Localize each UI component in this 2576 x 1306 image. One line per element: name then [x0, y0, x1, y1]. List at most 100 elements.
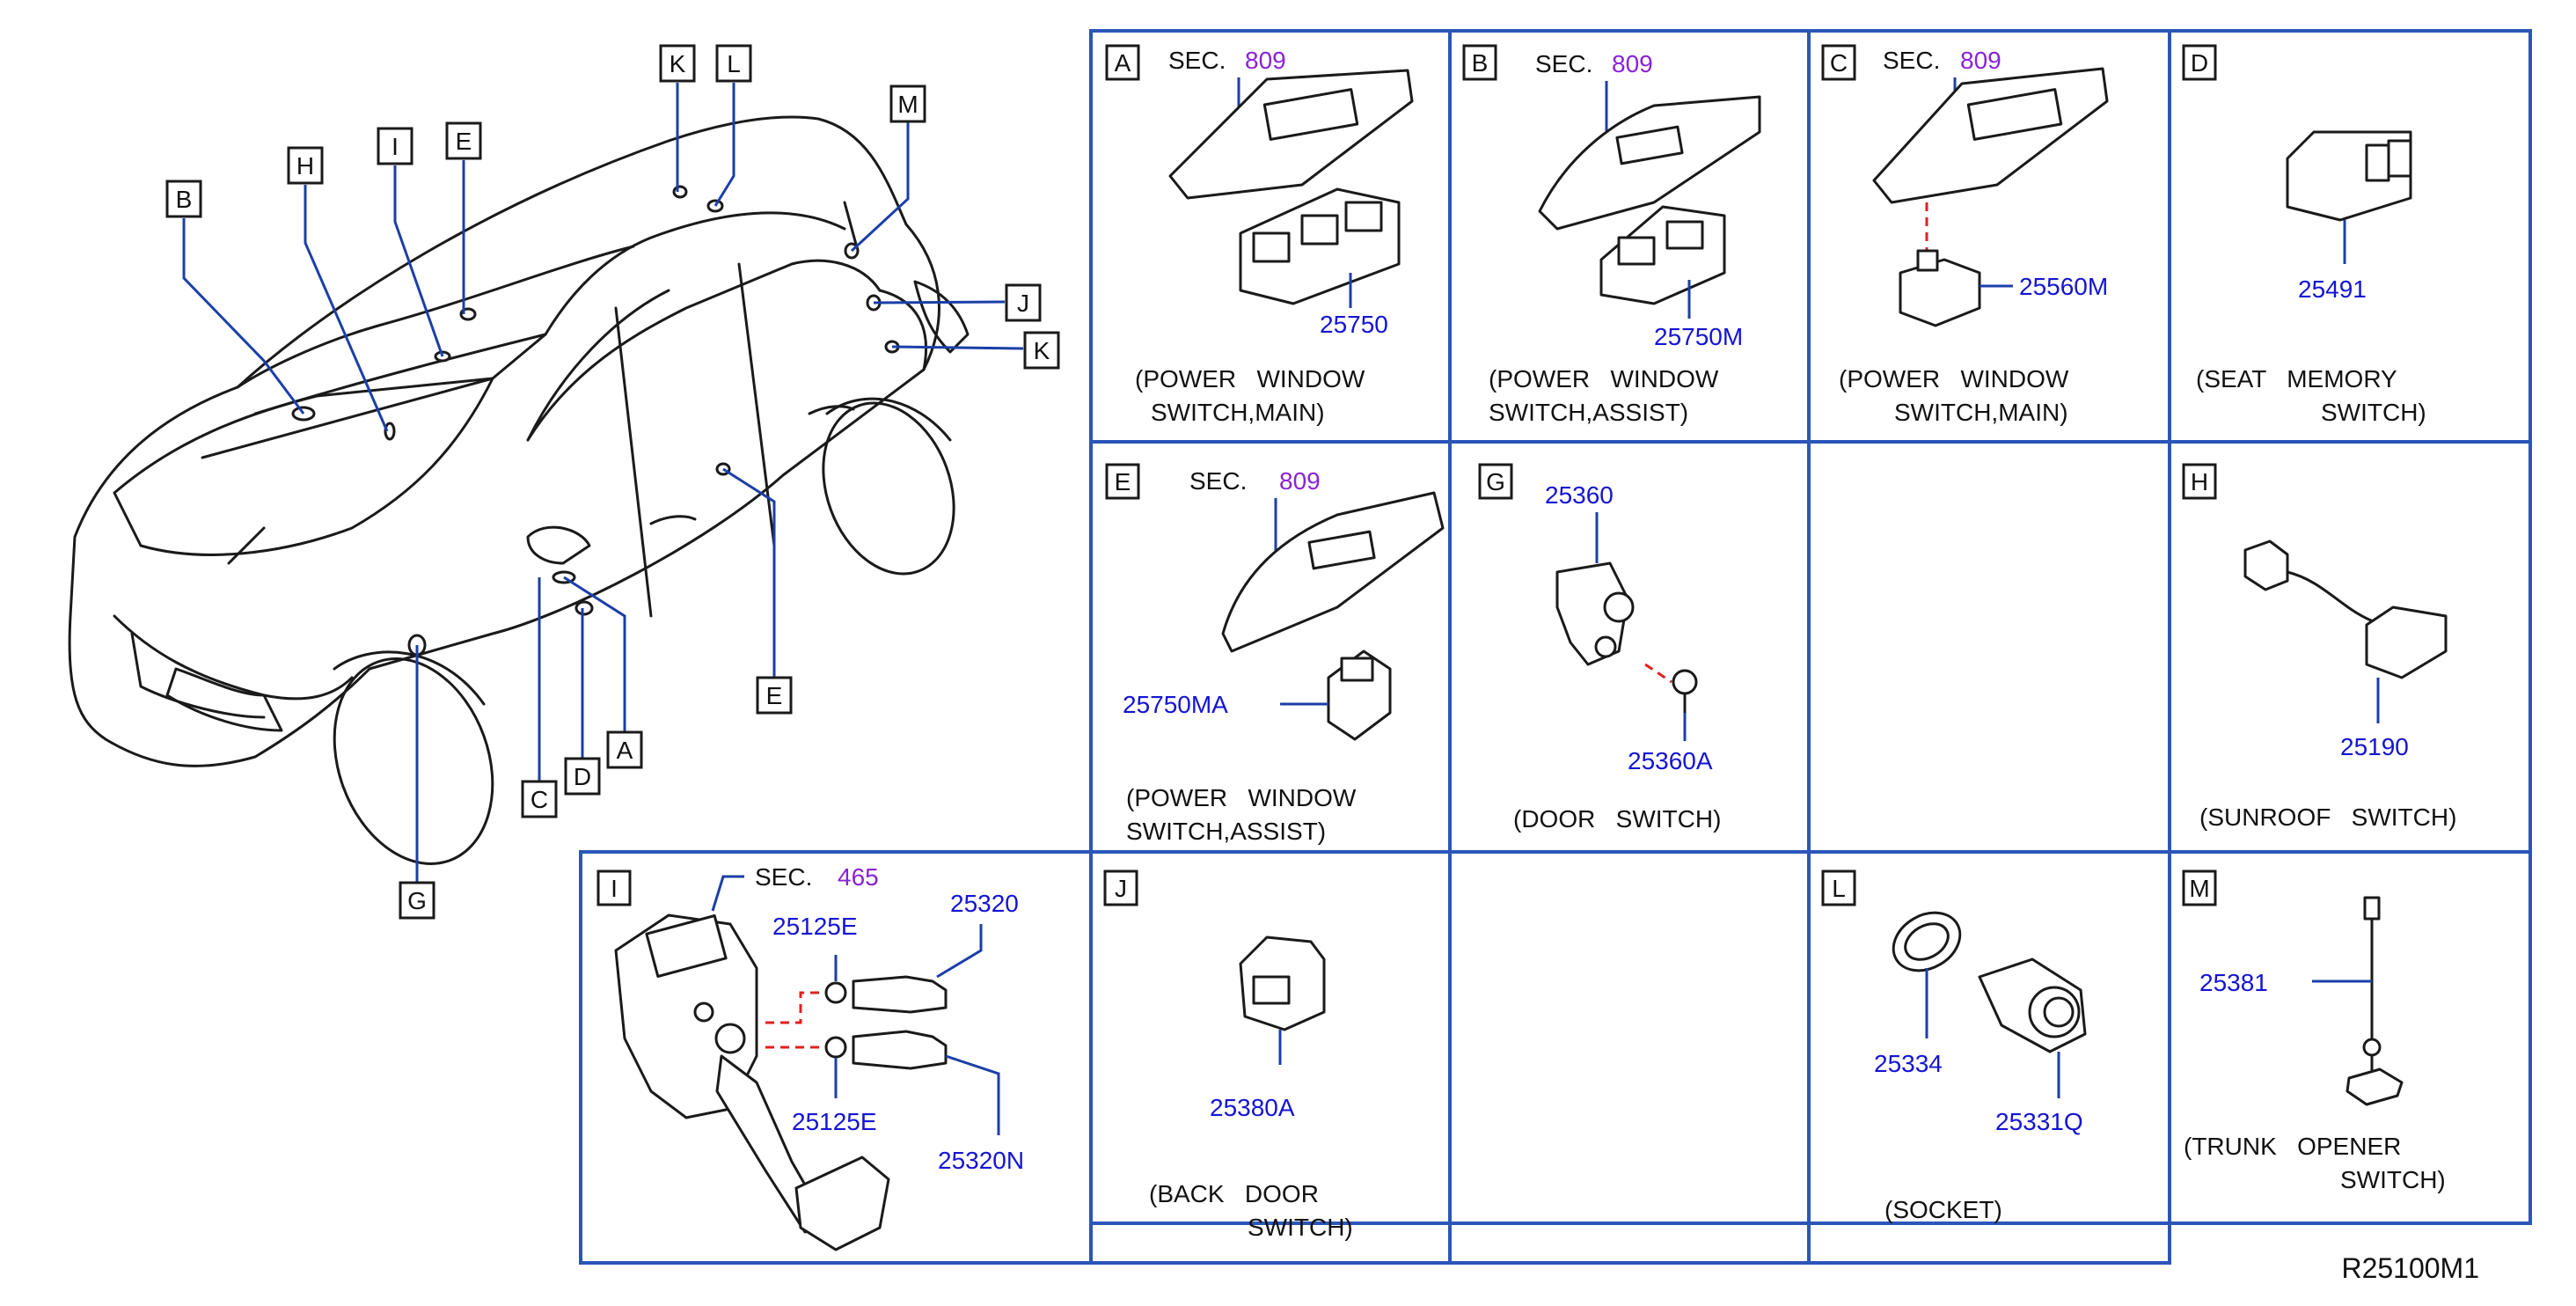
cell-H: H 25190 (SUNROOF SWITCH): [2182, 463, 2456, 831]
callout-M: M: [889, 84, 926, 123]
callout-G: H: [287, 146, 324, 185]
clip-25125e: [824, 1036, 847, 1059]
connector-dashed-line: [1644, 663, 1672, 684]
svg-text:25320N: 25320N: [938, 1147, 1024, 1174]
callout-C: C: [521, 780, 558, 818]
callout-E-top: E: [445, 121, 482, 160]
stop-lamp-switch-n: [852, 1030, 948, 1070]
trunk-opener-connector: [2363, 896, 2381, 921]
callout-E-bottom: E: [756, 676, 793, 715]
svg-text:25331Q: 25331Q: [1995, 1108, 2083, 1135]
callout-I: G: [399, 881, 435, 920]
cell-J: J 25380A (BACK DOOR SWITCH): [1103, 869, 1353, 1241]
svg-text:25381: 25381: [2199, 969, 2268, 996]
svg-text:25560M: 25560M: [2019, 273, 2108, 300]
svg-text:C: C: [1830, 49, 1848, 77]
svg-text:25125E: 25125E: [792, 1108, 877, 1135]
svg-text:H: H: [2191, 468, 2208, 495]
svg-text:E: E: [1115, 468, 1131, 495]
svg-text:M: M: [897, 91, 918, 118]
cell-L: L 25334 25331Q (SOCKET): [1821, 869, 2087, 1223]
connector-dashed-line: [765, 991, 823, 1024]
svg-text:(POWER WINDOW: (POWER WINDOW: [1126, 784, 1357, 811]
parts-grid: [579, 29, 2532, 1265]
callout-leaders: [182, 83, 1024, 883]
callout-J: J: [1005, 283, 1042, 322]
svg-text:25750MA: 25750MA: [1123, 691, 1228, 718]
svg-text:25750: 25750: [1320, 311, 1388, 338]
svg-text:SEC.: SEC.: [1168, 47, 1226, 74]
callout-H: I: [377, 127, 413, 165]
svg-text:A: A: [1115, 49, 1131, 77]
svg-text:(DOOR SWITCH): (DOOR SWITCH): [1513, 805, 1721, 833]
svg-text:SWITCH): SWITCH): [2340, 1166, 2446, 1193]
svg-text:SWITCH,ASSIST): SWITCH,ASSIST): [1489, 399, 1688, 426]
svg-text:25360: 25360: [1545, 481, 1614, 509]
svg-text:K: K: [1034, 337, 1050, 364]
svg-text:25491: 25491: [2298, 275, 2367, 303]
svg-text:L: L: [727, 50, 741, 77]
svg-text:SEC.: SEC.: [1535, 50, 1592, 77]
vehicle-illustration: [68, 115, 970, 865]
window-switch-bezel: [1221, 491, 1445, 653]
cell-B: B SEC. 809 25750M (POWER WINDOW SWITCH,A…: [1462, 44, 1761, 426]
svg-text:809: 809: [1612, 50, 1653, 77]
svg-text:E: E: [766, 682, 783, 709]
sunroof-switch: [2365, 605, 2448, 679]
svg-text:25125E: 25125E: [772, 913, 858, 940]
svg-text:I: I: [611, 875, 618, 902]
svg-text:809: 809: [1279, 467, 1321, 495]
trunk-opener-switch: [2345, 1068, 2404, 1106]
svg-text:25334: 25334: [1874, 1050, 1943, 1077]
stop-lamp-switch: [852, 975, 948, 1014]
svg-text:25320: 25320: [950, 890, 1019, 917]
svg-text:25190: 25190: [2340, 733, 2409, 760]
svg-text:SEC.: SEC.: [1189, 467, 1247, 495]
svg-text:809: 809: [1245, 47, 1286, 74]
svg-text:B: B: [176, 186, 193, 213]
callout-A: A: [606, 730, 643, 769]
svg-text:L: L: [1832, 875, 1846, 902]
cell-G: G 25360 25360A (DOOR SWITCH): [1478, 463, 1721, 833]
svg-text:H: H: [296, 152, 314, 180]
svg-text:(BACK DOOR: (BACK DOOR: [1149, 1180, 1319, 1207]
svg-text:(POWER WINDOW: (POWER WINDOW: [1135, 365, 1365, 393]
svg-text:G: G: [1486, 468, 1505, 495]
window-switch-bezel: [1538, 95, 1761, 231]
svg-text:E: E: [456, 128, 472, 155]
svg-text:(POWER WINDOW: (POWER WINDOW: [1839, 365, 2069, 393]
callout-K-side: K: [1023, 331, 1060, 370]
svg-text:SWITCH,ASSIST): SWITCH,ASSIST): [1126, 818, 1326, 845]
callout-K-top: K: [659, 44, 696, 83]
svg-text:SWITCH): SWITCH): [1248, 1214, 1353, 1241]
svg-text:D: D: [2191, 49, 2208, 77]
cell-I: I SEC. 465 25125E 25320 25125E 25320N: [596, 863, 1024, 1251]
svg-text:C: C: [531, 786, 548, 813]
callout-boxes: B H I E K L M J K E A D C G: [165, 44, 1060, 920]
svg-text:J: J: [1017, 290, 1029, 317]
cell-C: C SEC. 809 25560M (POWER WINDOW SWITCH,M…: [1821, 44, 2109, 426]
svg-text:(POWER WINDOW: (POWER WINDOW: [1489, 365, 1719, 393]
svg-text:809: 809: [1960, 47, 2002, 74]
svg-text:SEC.: SEC.: [1883, 47, 1940, 74]
svg-text:J: J: [1115, 875, 1127, 902]
svg-text:SWITCH,MAIN): SWITCH,MAIN): [1151, 399, 1325, 426]
svg-text:D: D: [574, 763, 591, 790]
svg-text:25750M: 25750M: [1654, 323, 1743, 350]
cell-D: D 25491 (SEAT MEMORY SWITCH): [2182, 44, 2426, 426]
svg-text:(SUNROOF SWITCH): (SUNROOF SWITCH): [2199, 803, 2456, 831]
svg-text:K: K: [670, 50, 686, 77]
window-switch-single: [1899, 258, 1981, 327]
drawing-number: R25100M1: [2341, 1252, 2479, 1284]
svg-text:25360A: 25360A: [1628, 747, 1713, 774]
svg-text:(SOCKET): (SOCKET): [1884, 1196, 2002, 1223]
svg-text:SEC.: SEC.: [755, 863, 812, 891]
callout-L: L: [715, 44, 752, 83]
svg-text:(SEAT MEMORY: (SEAT MEMORY: [2196, 365, 2397, 393]
svg-text:B: B: [1472, 49, 1489, 77]
sunroof-switch-connector: [2243, 539, 2289, 591]
svg-text:SWITCH): SWITCH): [2321, 399, 2426, 426]
cell-E: E SEC. 809 25750MA (POWER WINDOW SWITCH,…: [1105, 463, 1445, 845]
svg-text:G: G: [407, 887, 427, 914]
